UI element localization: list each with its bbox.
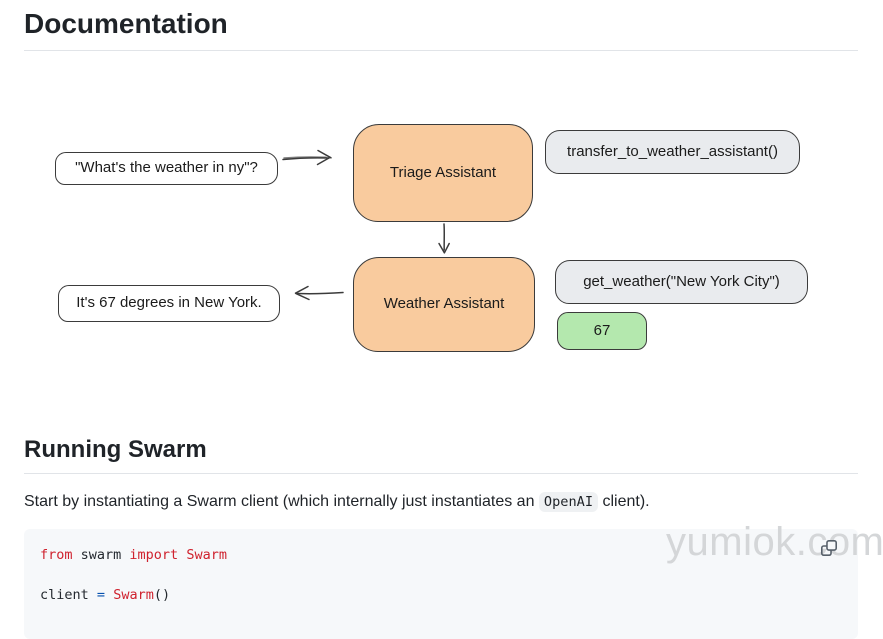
intro-text-after: client). (598, 492, 650, 510)
inline-code-openai: OpenAI (538, 491, 599, 512)
arrow-left-icon (286, 281, 344, 305)
user-query-label: "What's the weather in ny"? (75, 159, 258, 177)
get-weather-function-box: get_weather("New York City") (555, 259, 808, 304)
code-line (40, 565, 842, 585)
code-line: from swarm import Swarm (40, 546, 227, 563)
intro-text-before: Start by instantiating a Swarm client (w… (24, 492, 539, 510)
function-result-value: 67 (593, 321, 611, 339)
copy-icon (821, 539, 837, 556)
transfer-function-label: transfer_to_weather_assistant() (567, 142, 778, 160)
intro-paragraph: Start by instantiating a Swarm client (w… (24, 490, 858, 513)
arrow-down-icon (435, 222, 453, 256)
swarm-flow-diagram: "What's the weather in ny"? Triage Assis… (24, 51, 858, 435)
page-title: Documentation (24, 0, 858, 51)
triage-assistant-box: Triage Assistant (353, 123, 533, 222)
transfer-function-box: transfer_to_weather_assistant() (545, 129, 800, 174)
assistant-response-label: It's 67 degrees in New York. (76, 294, 262, 312)
weather-assistant-box: Weather Assistant (353, 256, 535, 352)
user-query-box: "What's the weather in ny"? (55, 151, 278, 185)
section-title: Running Swarm (24, 435, 858, 474)
code-line: client = Swarm() (40, 586, 171, 603)
arrow-right-icon (282, 146, 340, 170)
documentation-page: Documentation "What's the weather in ny"… (24, 0, 883, 603)
copy-button[interactable] (820, 538, 840, 558)
weather-assistant-label: Weather Assistant (383, 295, 505, 313)
function-result-box: 67 (557, 311, 647, 350)
assistant-response-box: It's 67 degrees in New York. (58, 284, 280, 322)
code-lines: from swarm import Swarm client = Swarm() (40, 545, 842, 605)
get-weather-function-label: get_weather("New York City") (583, 272, 780, 290)
code-block: from swarm import Swarm client = Swarm() (24, 528, 858, 639)
triage-assistant-label: Triage Assistant (389, 163, 497, 181)
